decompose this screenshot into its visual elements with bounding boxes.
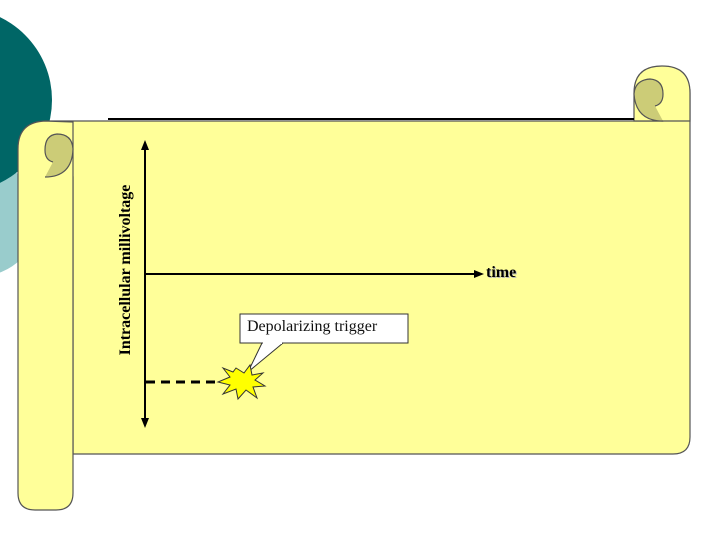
scroll-background xyxy=(17,65,691,511)
callout-box xyxy=(239,313,409,373)
x-axis-arrow xyxy=(474,270,484,278)
trigger-starburst-icon xyxy=(216,363,267,401)
y-axis-arrow-up xyxy=(141,140,149,150)
y-axis xyxy=(141,140,149,428)
y-axis-arrow-down xyxy=(141,418,149,428)
x-axis-label: time xyxy=(486,264,517,281)
y-axis-label: Intracellular millivoltage xyxy=(117,184,134,356)
callout-label: Depolarizing trigger xyxy=(247,318,378,335)
x-axis xyxy=(145,270,484,278)
